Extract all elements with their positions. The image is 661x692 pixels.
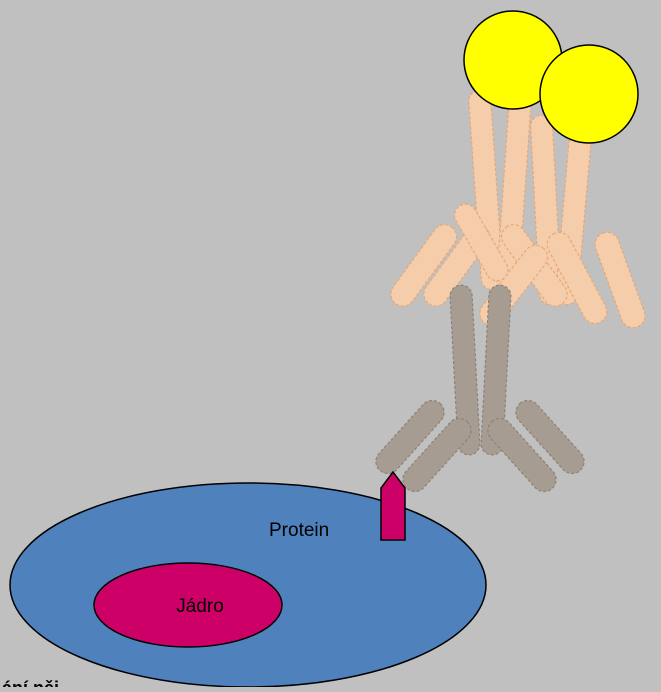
- nucleus-label: Jádro: [176, 596, 224, 617]
- membrane-protein: [381, 472, 405, 540]
- bottom-cut-text: ání něj: [2, 678, 59, 687]
- protein-label: Protein: [269, 520, 329, 541]
- label-sphere: [540, 45, 638, 143]
